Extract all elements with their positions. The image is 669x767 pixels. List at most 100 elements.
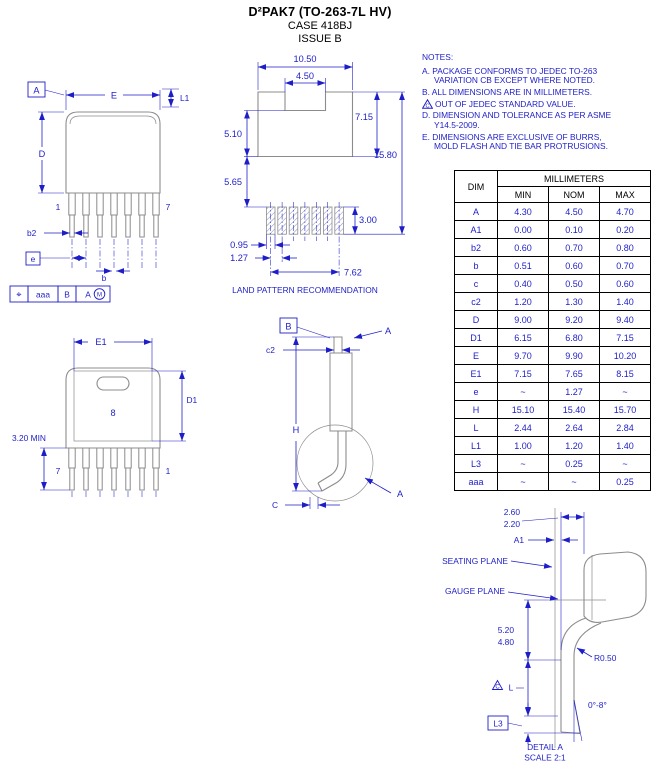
package-body-front [65,111,161,194]
note-b: B. ALL DIMENSIONS ARE IN MILLIMETERS. [422,86,593,97]
dim-value: ~ [548,472,600,491]
dim-label-l3: L3 [493,719,503,729]
fcf-tolerance-label: aaa [36,290,50,300]
body-side-profile [329,352,353,432]
dim-label-5-20: 5.20 [498,625,515,635]
front-lead-pins [68,192,160,268]
pin-7-label: 7 [166,202,171,212]
svg-text:C: C [426,104,430,109]
dim-label-3-00: 3.00 [359,215,377,225]
package-title: D²PAK7 (TO-263-7L HV) [248,5,392,19]
dim-label-l: L [509,683,514,693]
dim-label-5-65: 5.65 [224,177,242,187]
tab-side-profile [333,336,343,354]
front-view: A E L1 D 1 7 [9,81,190,303]
title-block: D²PAK7 (TO-263-7L HV) CASE 418BJ ISSUE B [80,5,560,45]
dim-label-4-80: 4.80 [498,637,515,647]
gauge-plane-label: GAUGE PLANE [445,586,505,596]
land-pattern-view: 10.50 4.50 5.10 5.65 7.15 15.80 [224,54,405,295]
mmc-modifier-icon [93,288,106,300]
pin-7-label-bottom: 7 [56,466,61,476]
datum-a-label: A [33,86,40,96]
detail-a-title: DETAIL A [527,742,563,752]
pad-8-label: 8 [110,408,115,418]
dim-label-l1: L1 [180,93,190,103]
dim-label-h: H [293,425,300,435]
dim-label-e1: E1 [95,337,106,347]
detail-a-scale: SCALE 2:1 [524,753,566,763]
detail-a-callout-circle [296,424,374,502]
dim-value: 10.20 [599,346,651,365]
svg-text:C: C [495,685,500,691]
seating-plane-label: SEATING PLANE [442,556,508,566]
dim-label-2-60: 2.60 [504,507,521,517]
note-c-flag-icon: C [422,99,433,109]
dim-label-15-80: 15.80 [374,150,397,160]
dim-label-1-27: 1.27 [230,253,248,263]
feature-control-frame: ⌖ aaa B A M [9,285,111,303]
detail-a-ref-label: A [397,489,404,499]
dim-label-c: C [272,500,278,510]
dim-label-d: D [39,149,46,159]
dim-label-e: E [111,91,117,101]
col-max: MAX [599,186,651,203]
dim-label-r0-50: R0.50 [594,653,617,663]
datum-b-label: B [285,322,291,332]
lead-outer-edge [560,617,587,732]
dim-label-2-20: 2.20 [504,519,521,529]
note-d-line1: D. DIMENSION AND TOLERANCE AS PER ASME [422,110,612,121]
dim-label-4-50: 4.50 [296,71,314,81]
tab-slot [96,376,130,391]
case-number: CASE 418BJ [287,20,353,32]
dim-label-b: b [102,273,107,283]
pin-1-label-bottom: 1 [166,466,171,476]
note-a-line2: VARIATION CB EXCEPT WHERE NOTED. [434,75,596,86]
package-body-bottom [65,367,161,449]
datum-a-frame [27,81,46,98]
bottom-lead-pins [68,447,160,497]
fcf-datum-b-label: B [64,290,70,300]
svg-text:M: M [97,293,102,299]
pin-1-label: 1 [56,202,61,212]
dim-value: ~ [599,382,651,401]
dim-label-pitch-e: e [31,254,36,264]
note-c-flag-icon [491,679,504,690]
note-e-line2: MOLD FLASH AND TIE BAR PROTRUSIONS. [434,141,608,152]
dim-label-c2: c2 [266,345,275,355]
notes-block: NOTES: A. PACKAGE CONFORMS TO JEDEC TO-2… [422,52,668,152]
land-pattern-caption: LAND PATTERN RECOMMENDATION [232,285,378,295]
notes-heading: NOTES: [422,52,454,62]
datum-b-frame [279,317,298,334]
detail-a-view: 2.60 2.20 A1 SEATING PLANE GAUGE PLANE 5… [442,507,647,763]
dim-value: 4.70 [599,202,651,221]
note-c-text: OUT OF JEDEC STANDARD VALUE. [435,98,576,109]
dim-label-7-62: 7.62 [344,268,362,278]
dim-label-3-20-min: 3.20 MIN [12,433,46,443]
land-pads [265,202,344,276]
dim-header: DIM [454,170,498,203]
view-arrow-a-label: A [385,326,392,336]
note-a-line1: A. PACKAGE CONFORMS TO JEDEC TO-263 [422,65,598,76]
angle-label: 0°-8° [588,700,607,710]
dim-label-7-15: 7.15 [355,112,373,122]
note-c: C OUT OF JEDEC STANDARD VALUE. [422,99,668,109]
dim-value: 0.60 [599,274,651,293]
pitch-e-frame [25,251,41,266]
dim-label-d1: D1 [187,395,198,405]
issue-label: ISSUE B [298,33,342,45]
bottom-view: 8 E1 D1 7 1 3.20 MIN [12,337,198,497]
dim-label-0-95: 0.95 [230,240,248,250]
fcf-datum-a-label: A [85,290,91,300]
dim-label-10-50: 10.50 [294,54,317,64]
